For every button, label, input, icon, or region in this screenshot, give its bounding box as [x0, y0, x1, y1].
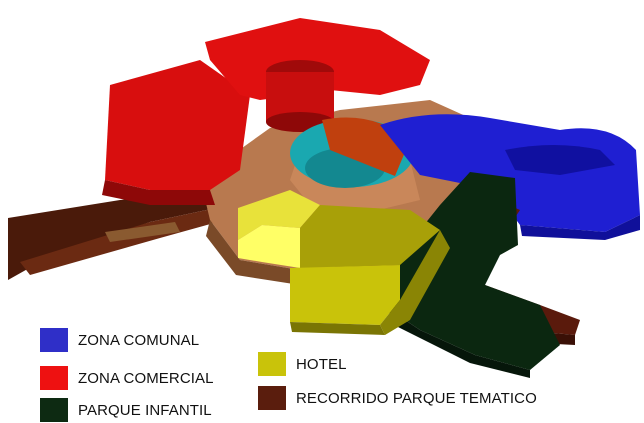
legend-swatch — [40, 366, 68, 390]
zona-comunal — [380, 114, 640, 240]
legend-label: RECORRIDO PARQUE TEMATICO — [296, 389, 537, 407]
legend-item-parque-infantil: PARQUE INFANTIL — [40, 398, 212, 422]
comercial-left — [105, 60, 250, 190]
parque-infantil — [388, 172, 560, 378]
legend-label: ZONA COMUNAL — [78, 331, 200, 349]
path-left — [8, 190, 232, 280]
legend-item-zona-comunal: ZONA COMUNAL — [40, 328, 199, 352]
legend-item-zona-comercial: ZONA COMERCIAL — [40, 366, 214, 390]
legend-label: PARQUE INFANTIL — [78, 401, 212, 419]
legend-swatch — [258, 352, 286, 376]
legend-label: ZONA COMERCIAL — [78, 369, 214, 387]
legend-item-hotel: HOTEL — [258, 352, 347, 376]
legend-swatch — [258, 386, 286, 410]
comercial-top — [205, 18, 430, 100]
legend-label: HOTEL — [296, 355, 347, 373]
legend-item-recorrido-parque-tematico: RECORRIDO PARQUE TEMATICO — [258, 386, 537, 410]
legend-swatch — [40, 328, 68, 352]
hotel — [238, 190, 450, 335]
legend-swatch — [40, 398, 68, 422]
